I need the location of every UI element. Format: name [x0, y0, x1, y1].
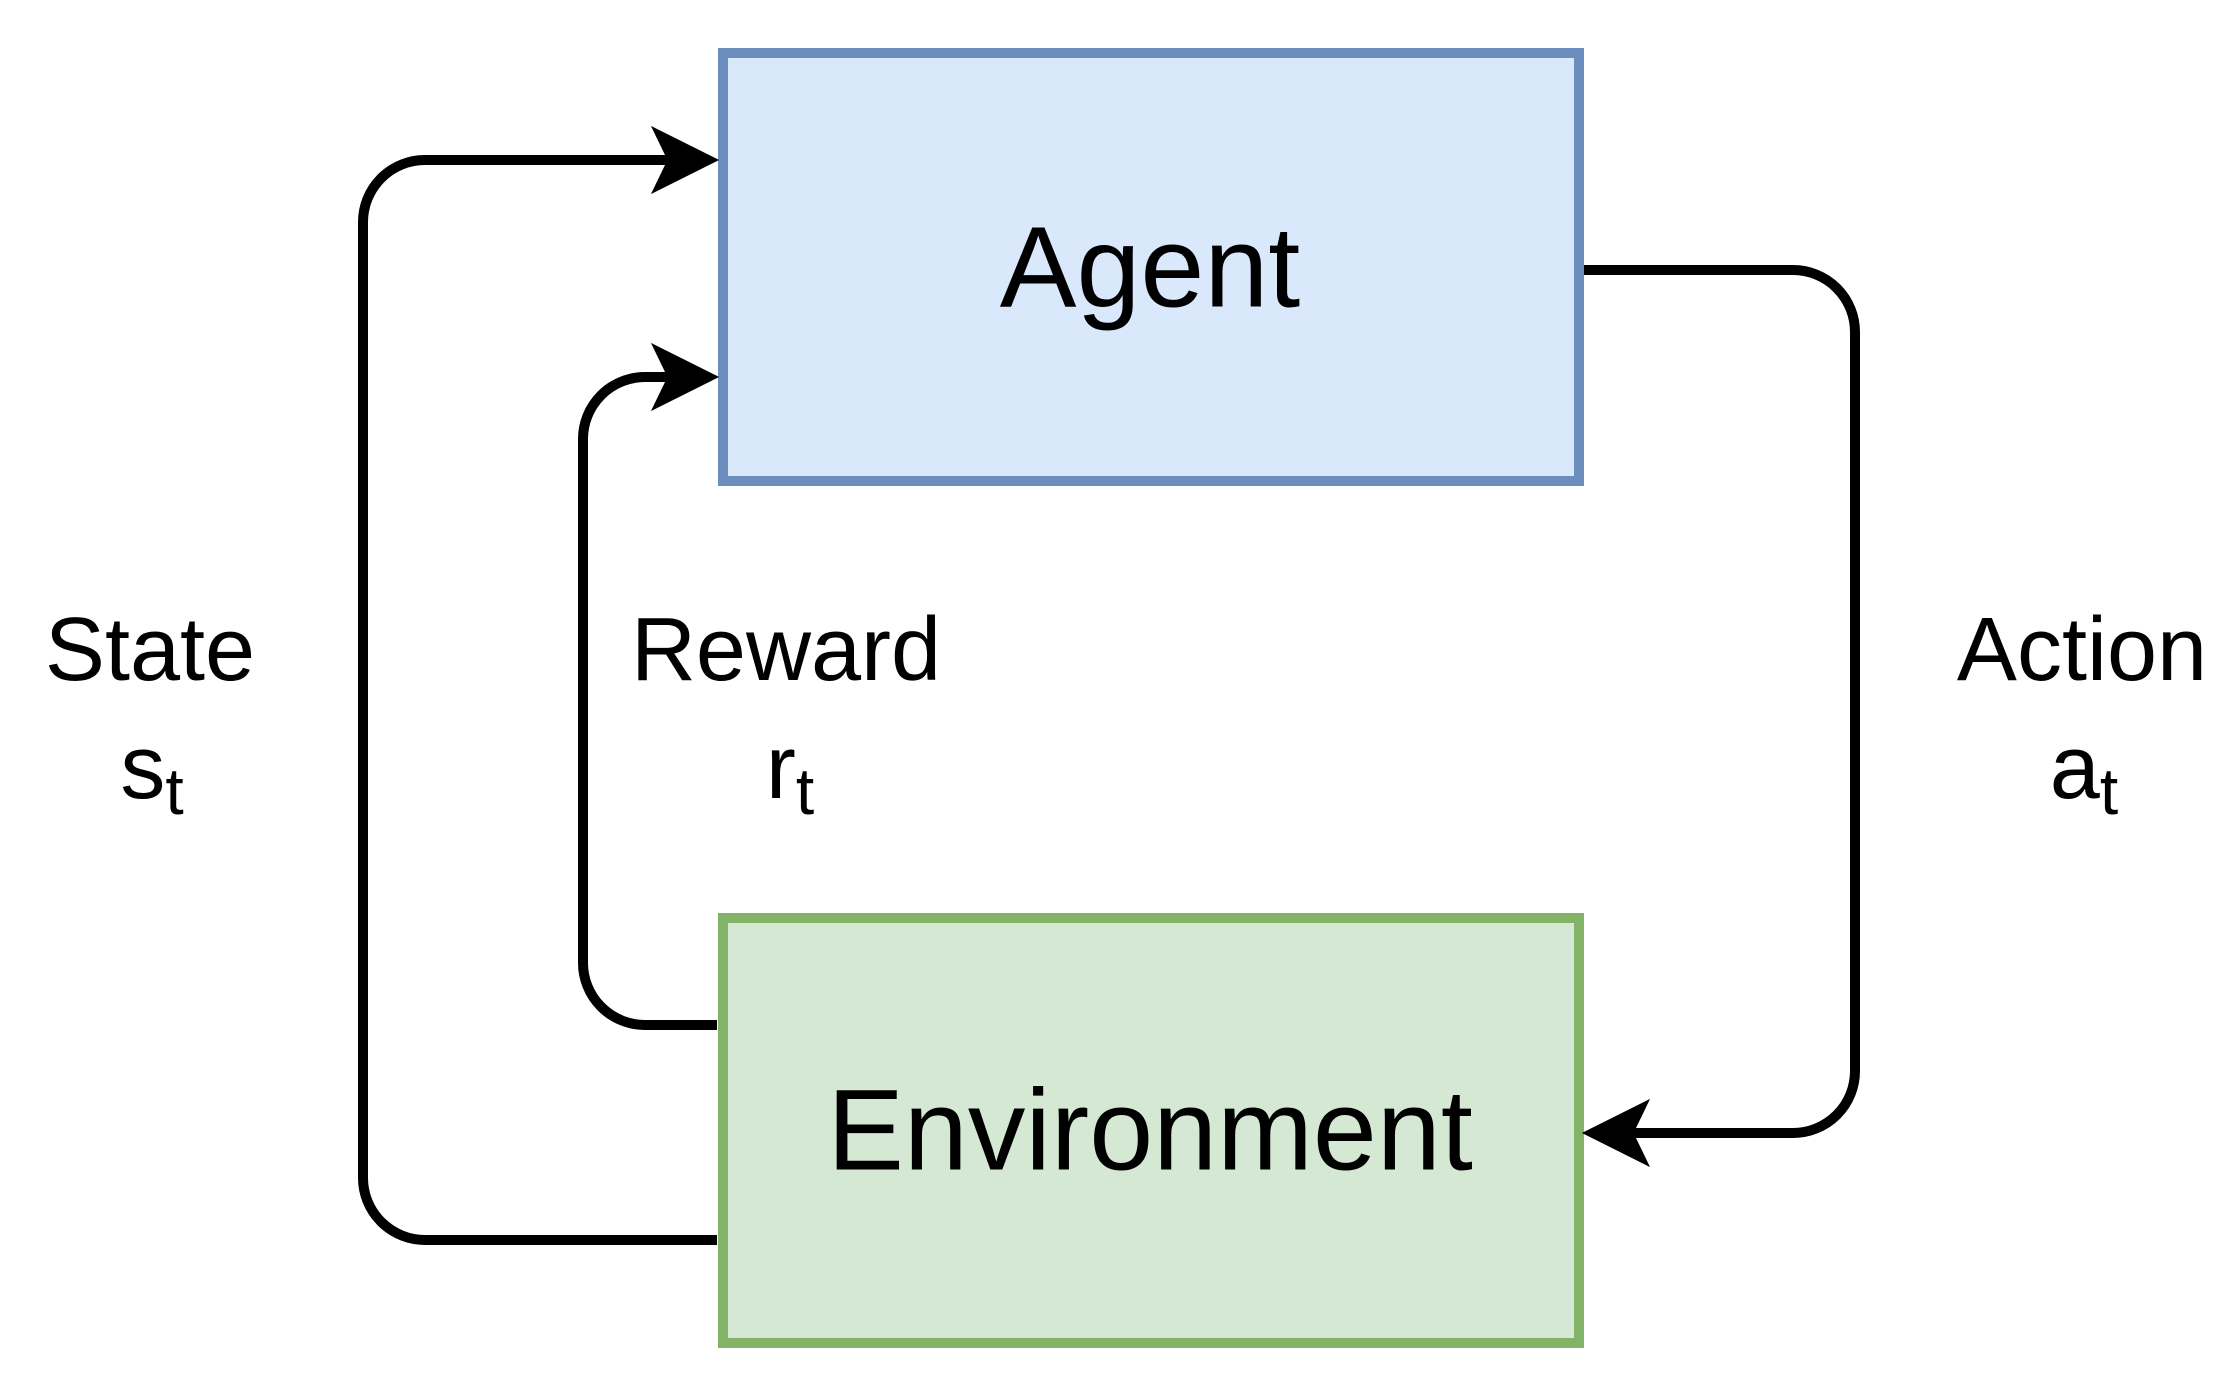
environment-label: Environment	[827, 1066, 1473, 1195]
agent-label: Agent	[999, 203, 1301, 332]
state-symbol-main: s	[120, 718, 166, 818]
state-symbol-subscript: t	[165, 754, 184, 828]
environment-box	[718, 913, 1584, 1348]
reward-symbol-subscript: t	[795, 754, 815, 828]
action-symbol-subscript: t	[2099, 754, 2119, 828]
action-symbol: at	[2050, 723, 2118, 824]
action-label: Action	[1956, 600, 2208, 700]
reward-symbol: rt	[766, 723, 814, 824]
reward-arrowhead	[650, 342, 720, 412]
reward-symbol-main: r	[765, 718, 796, 818]
state-symbol: st	[120, 723, 183, 824]
action-symbol-main: a	[2049, 718, 2100, 818]
state-label: State	[44, 600, 256, 700]
state-arrow-line	[358, 155, 717, 1245]
agent-box	[718, 48, 1584, 486]
reward-arrow-line	[578, 372, 717, 1030]
reward-label: Reward	[630, 600, 942, 700]
state-arrowhead	[650, 125, 720, 195]
action-arrowhead	[1581, 1098, 1651, 1168]
action-arrow-line	[1584, 265, 1860, 1138]
